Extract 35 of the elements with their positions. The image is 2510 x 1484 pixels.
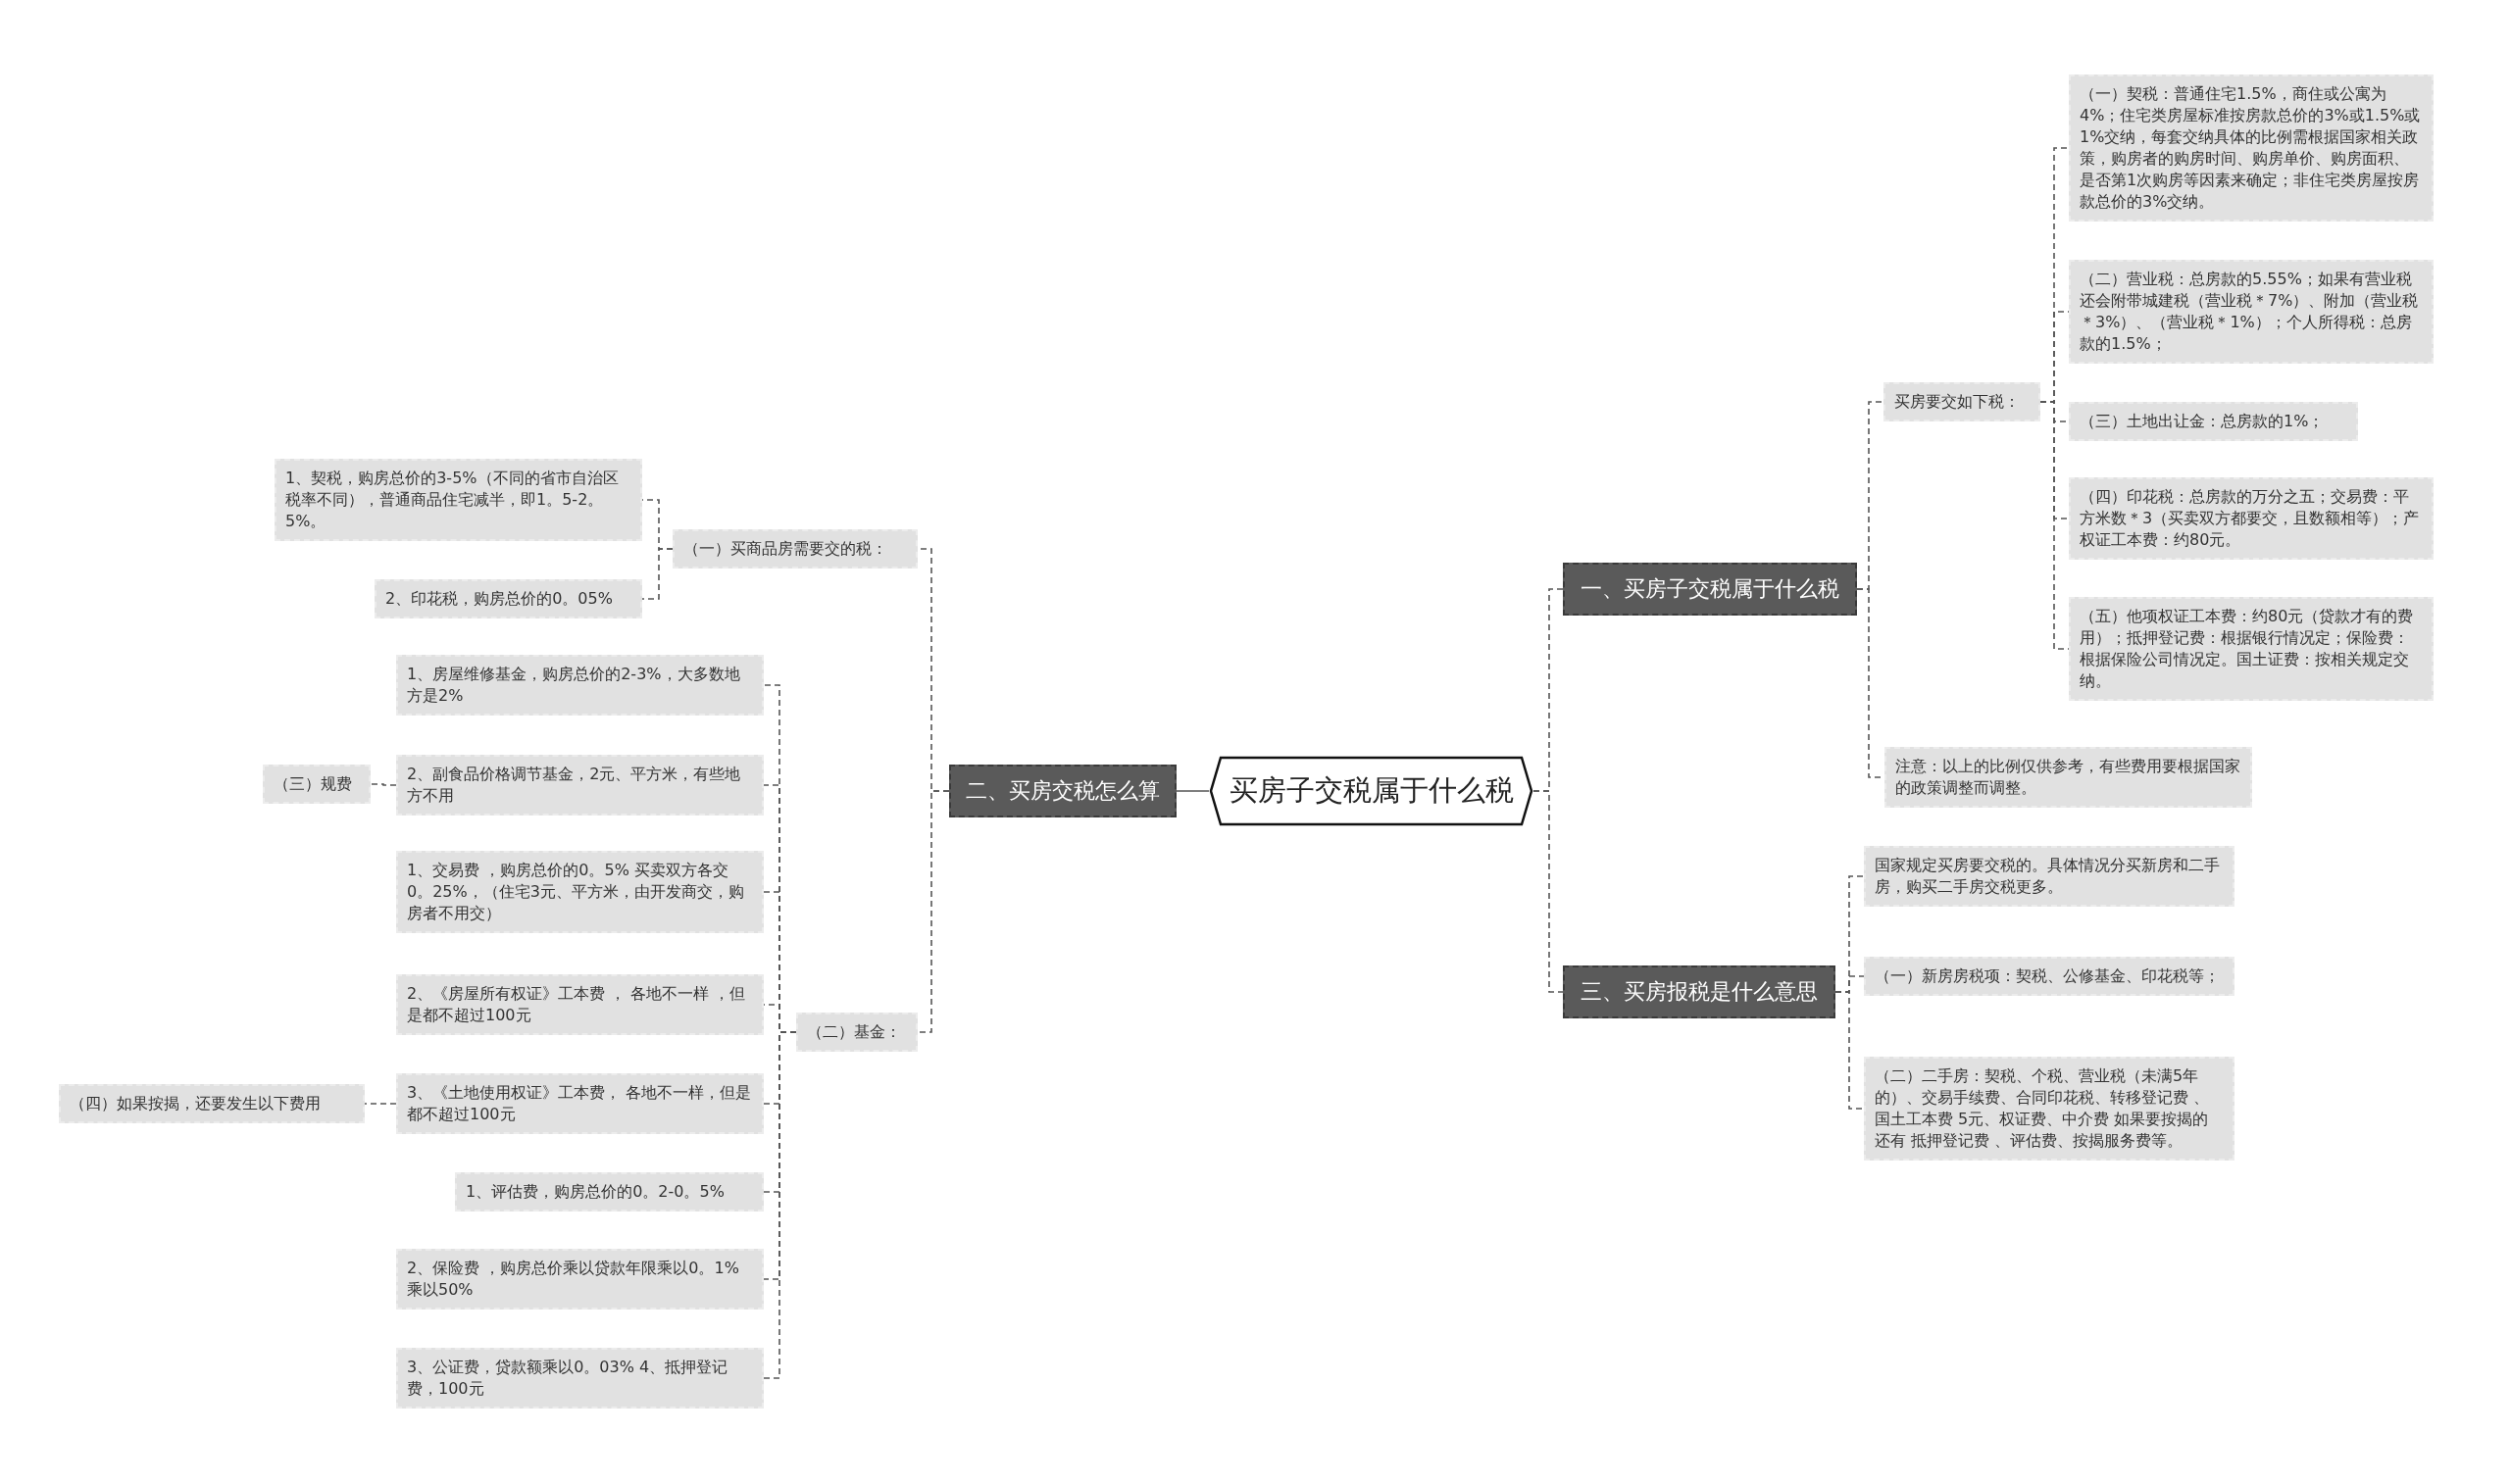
note-box: 2、保险费 ，购房总价乘以贷款年限乘以0。1%乘以50% [396, 1249, 764, 1310]
connector-line [364, 1103, 397, 1105]
connector-line [1532, 790, 1564, 993]
connector-line [641, 548, 674, 600]
note-box: 1、交易费 ，购房总价的0。5% 买卖双方各交0。25%，（住宅3元、平方米，由开发商交，购房者不用交） [396, 851, 764, 933]
note-box: 1、契税，购房总价的3-5%（不同的省市自治区税率不同），普通商品住宅减半，即1。5-2。5%。 [275, 459, 642, 541]
note-box: 3、公证费，贷款额乘以0。03% 4、抵押登记费，100元 [396, 1348, 764, 1409]
note-box: （二）基金： [796, 1013, 918, 1052]
note-box: （一）买商品房需要交的税： [673, 529, 918, 569]
note-box: 2、印花税，购房总价的0。05% [375, 579, 642, 618]
connector-line [917, 790, 950, 1033]
note-box: 2、副食品价格调节基金，2元、平方米，有些地方不用 [396, 755, 764, 816]
note-box: 2、《房屋所有权证》工本费 ， 各地不一样 ，但是都不超过100元 [396, 974, 764, 1035]
note-box: （四）如果按揭，还要发生以下费用 [59, 1084, 365, 1123]
branch-topic: 二、买房交税怎么算 [949, 765, 1177, 817]
note-box: （一）新房房税项：契税、公修基金、印花税等； [1864, 957, 2234, 996]
note-box: （二）二手房：契税、个税、营业税（未满5年的）、交易手续费、合同印花税、转移登记费 、国土工本费 5元、权证费、中介费 如果要按揭的还有 抵押登记费 、评估费、按揭服务费等。 [1864, 1057, 2234, 1161]
note-box: （五）他项权证工本费：约80元（贷款才有的费用）；抵押登记费：根据银行情况定；保险费：根据保险公司情况定。国土证费：按相关规定交纳。 [2069, 597, 2434, 701]
note-box: 买房要交如下税： [1883, 382, 2040, 421]
connector-line [1834, 991, 1865, 1110]
note-box: 3、《土地使用权证》工本费， 各地不一样，但是都不超过100元 [396, 1073, 764, 1134]
note-box: 国家规定买房要交税的。具体情况分买新房和二手房，购买二手房交税更多。 [1864, 846, 2234, 907]
note-box: 注意：以上的比例仅供参考，有些费用要根据国家的政策调整而调整。 [1884, 747, 2252, 808]
note-box: （四）印花税：总房款的万分之五；交易费：平方米数＊3（买卖双方都要交，且数额相等）；产权证工本费：约80元。 [2069, 477, 2434, 560]
note-box: 1、评估费，购房总价的0。2-0。5% [455, 1172, 764, 1212]
note-box: （三）规费 [263, 765, 371, 804]
branch-topic: 三、买房报税是什么意思 [1563, 965, 1835, 1018]
note-box: （二）营业税：总房款的5.55%；如果有营业税还会附带城建税（营业税＊7%）、附加（营业税＊3%）、（营业税＊1%）；个人所得税：总房款的1.5%； [2069, 260, 2434, 364]
connector-line [370, 783, 397, 786]
connector-line [1176, 790, 1210, 792]
branch-topic: 一、买房子交税属于什么税 [1563, 563, 1857, 616]
central-topic: 买房子交税属于什么税 [1209, 756, 1533, 826]
note-box: （三）土地出让金：总房款的1%； [2069, 402, 2358, 441]
note-box: （一）契税：普通住宅1.5%，商住或公寓为4%；住宅类房屋标准按房款总价的3%或1.5%或1%交纳，每套交纳具体的比例需根据国家相关政策，购房者的购房时间、购房单价、购房面积、是否第1次购房等因素来确定；非住宅类房屋按房款总价的3%交纳。 [2069, 74, 2434, 222]
note-box: 1、房屋维修基金，购房总价的2-3%，大多数地方是2% [396, 655, 764, 716]
